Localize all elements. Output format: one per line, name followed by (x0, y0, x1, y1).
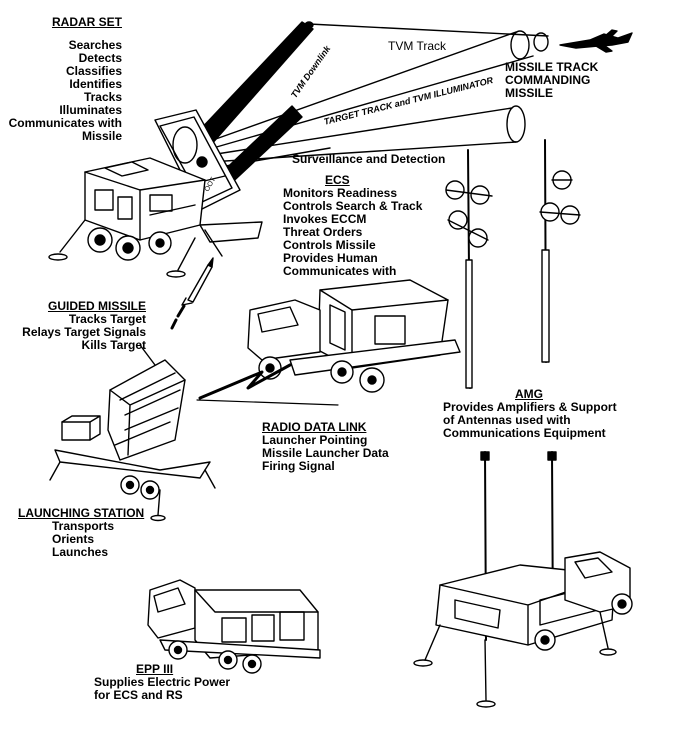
launching-station-label: LAUNCHING STATION Transports Orients Lau… (18, 507, 144, 559)
guided-missile-item: Kills Target (81, 338, 146, 352)
radar-set-item: Detects (78, 51, 122, 65)
guided-missile-icon (170, 257, 214, 330)
ecs-item: Provides Human (283, 251, 378, 265)
guided-missile-item: Tracks Target (68, 312, 146, 326)
radar-set-item: Searches (68, 38, 122, 52)
epp-vehicle (147, 579, 321, 674)
amg-title: AMG (515, 387, 543, 401)
amg-vehicle (413, 451, 633, 708)
missile-track-line: MISSILE TRACK (505, 60, 599, 74)
ecs-item: Invokes ECCM (283, 212, 367, 226)
commanding-line: COMMANDING (505, 73, 591, 87)
ecs-label: ECS Monitors Readiness Controls Search &… (283, 174, 422, 278)
ecs-vehicle (247, 279, 461, 393)
radio-data-link-label: RADIO DATA LINK Launcher Pointing Missil… (262, 421, 389, 473)
missile-line: MISSILE (505, 86, 554, 100)
epp-item: Supplies Electric Power (94, 675, 231, 689)
radar-set-item: Identifies (69, 77, 122, 91)
amg-item: Provides Amplifiers & Support (443, 400, 617, 414)
launching-station-title: LAUNCHING STATION (18, 506, 145, 520)
radar-set-vehicle: OOT (48, 109, 263, 278)
tvm-track-label: TVM Track (388, 39, 447, 53)
ecs-item: Controls Missile (283, 238, 376, 252)
radio-data-link-item: Missile Launcher Data (262, 446, 389, 460)
epp-label: EPP III Supplies Electric Power for ECS … (94, 663, 230, 702)
target-aircraft (559, 29, 633, 53)
ecs-item: Threat Orders (283, 225, 363, 239)
radar-set-label: RADAR SET Searches Detects Classifies Id… (0, 16, 122, 143)
amg-item: of Antennas used with (443, 413, 571, 427)
ecs-item: Monitors Readiness (283, 186, 398, 200)
amg-label: AMG Provides Amplifiers & Support of Ant… (443, 388, 617, 440)
launching-station-item: Orients (52, 532, 95, 546)
radio-link-bolt (198, 363, 292, 400)
radar-set-item: Communicates with (8, 116, 122, 130)
radar-set-item: Illuminates (59, 103, 122, 117)
ecs-title: ECS (325, 173, 350, 187)
guided-missile-label: GUIDED MISSILE Tracks Target Relays Targ… (0, 300, 146, 352)
radar-set-item: Missile (81, 129, 122, 143)
surveillance-label: Surveillance and Detection (292, 152, 446, 166)
radar-beams (195, 21, 549, 191)
missile-track-label: MISSILE TRACK COMMANDING MISSILE (505, 61, 598, 100)
launching-station-item: Launches (52, 545, 109, 559)
radar-set-item: Classifies (65, 64, 122, 78)
launching-station-item: Transports (52, 519, 115, 533)
amg-item: Communications Equipment (443, 426, 606, 440)
radio-data-link-item: Launcher Pointing (262, 433, 368, 447)
radio-data-link-title: RADIO DATA LINK (262, 420, 367, 434)
antenna-masts (445, 139, 581, 389)
epp-title: EPP III (136, 662, 174, 676)
radar-set-item: Tracks (83, 90, 122, 104)
radar-set-title: RADAR SET (51, 15, 122, 29)
epp-item: for ECS and RS (94, 688, 183, 702)
radio-data-link-item: Firing Signal (262, 459, 335, 473)
ecs-item: Controls Search & Track (283, 199, 423, 213)
ecs-item: Communicates with (283, 264, 397, 278)
guided-missile-item: Relays Target Signals (22, 325, 146, 339)
guided-missile-title: GUIDED MISSILE (47, 299, 146, 313)
launching-station-vehicle (49, 344, 216, 522)
